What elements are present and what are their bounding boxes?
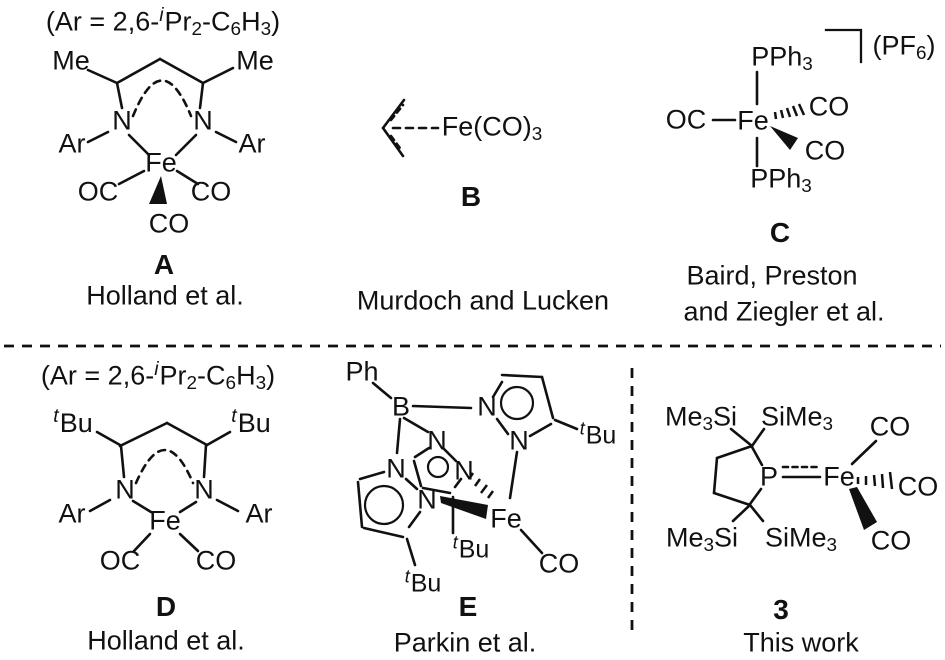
compound-b-id: B xyxy=(460,181,482,212)
compound-d-structure xyxy=(88,421,240,553)
compound-c-attribution-line2: and Ziegler et al. xyxy=(683,296,885,327)
compound-e-attribution: Parkin et al. xyxy=(393,627,537,658)
compound-a-nitrogen-left: N xyxy=(112,105,132,136)
aromatic-ring-circle xyxy=(499,385,535,421)
compound-a-carbonyl-bottom: CO xyxy=(148,208,190,239)
compound-e-phenyl: Ph xyxy=(345,356,379,387)
compound-c-iron: Fe xyxy=(737,105,769,136)
compound-c-carbonyl-left: OC xyxy=(665,104,707,135)
compound-e-nitrogen-right-2: N xyxy=(509,425,529,456)
compound-3-silyl-bottom-right: SiMe3 xyxy=(764,522,838,556)
bold-wedge-bond xyxy=(849,487,877,530)
compound-a-ar-definition: (Ar = 2,6-iPr2-C6H3) xyxy=(45,3,281,41)
compound-a-aryl-right: Ar xyxy=(238,128,266,159)
compound-a-nitrogen-right: N xyxy=(193,105,213,136)
compound-d-aryl-left: Ar xyxy=(58,498,86,529)
hashed-wedge-bond xyxy=(467,472,495,499)
hashed-wedge-bond xyxy=(773,103,806,120)
delocalized-bond-arc xyxy=(134,448,195,485)
compound-c-structure xyxy=(711,28,863,168)
compound-a-structure xyxy=(86,57,238,204)
aromatic-ring-circle xyxy=(363,484,405,526)
compound-c-carbonyl-bottom: CO xyxy=(804,135,846,166)
compound-a-methyl-left: Me xyxy=(52,45,90,76)
compound-d-carbonyl-right: CO xyxy=(195,545,237,576)
hashed-wedge-bond xyxy=(856,471,894,490)
aromatic-ring-circle xyxy=(426,455,450,479)
delocalized-bond-arc xyxy=(131,79,193,118)
compound-a-id: A xyxy=(153,249,175,280)
compound-e-nitrogen-back-1: N xyxy=(427,425,447,456)
compound-b-structure xyxy=(381,98,440,158)
compound-e-tbu-center: tBu xyxy=(452,532,490,564)
bold-wedge-bond xyxy=(149,176,167,204)
compound-c-phosphine-top: PPh3 xyxy=(751,41,813,75)
compound-b-attribution: Murdoch and Lucken xyxy=(356,285,610,316)
compound-a-carbonyl-right: CO xyxy=(190,176,232,207)
compound-e-structure xyxy=(356,373,579,567)
compound-3-silyl-bottom-left: Me3Si xyxy=(665,522,739,556)
compound-3-id: 3 xyxy=(773,594,789,625)
compound-e-nitrogen-right-1: N xyxy=(477,391,497,422)
compound-d-ar-definition: (Ar = 2,6-iPr2-C6H3) xyxy=(40,357,276,395)
compound-e-id: E xyxy=(458,591,478,622)
compound-3-carbonyl-bottom: CO xyxy=(870,525,912,556)
compound-3-iron: Fe xyxy=(823,461,855,492)
compound-a-iron: Fe xyxy=(145,147,177,178)
compound-e-boron: B xyxy=(391,391,411,422)
compound-d-tbu-left: tBu xyxy=(53,405,93,438)
compound-e-carbonyl: CO xyxy=(538,548,580,579)
compound-3-silyl-top-right: SiMe3 xyxy=(760,401,834,435)
compound-e-iron: Fe xyxy=(490,503,522,534)
compound-d-id: D xyxy=(155,591,177,622)
compound-d-attribution: Holland et al. xyxy=(87,625,245,656)
bold-wedge-bond xyxy=(770,126,798,150)
compound-d-aryl-right: Ar xyxy=(245,498,273,529)
compound-e-tbu-right: tBu xyxy=(579,418,617,450)
salt-bracket xyxy=(824,28,863,64)
compound-a-carbonyl-left: OC xyxy=(77,176,119,207)
compound-c-carbonyl-top: CO xyxy=(808,91,850,122)
compound-a-attribution: Holland et al. xyxy=(86,280,244,311)
compound-d-carbonyl-left: OC xyxy=(99,545,141,576)
compound-c-counterion: (PF6) xyxy=(872,30,936,64)
compound-e-nitrogen-back-2: N xyxy=(454,455,474,486)
compound-a-aryl-left: Ar xyxy=(58,128,86,159)
compound-3-silyl-top-left: Me3Si xyxy=(664,401,738,435)
compound-d-nitrogen-right: N xyxy=(194,474,214,505)
compound-e-tbu-left: tBu xyxy=(404,566,442,598)
compound-d-iron: Fe xyxy=(149,505,181,536)
compound-d-nitrogen-left: N xyxy=(115,474,135,505)
bold-wedge-bond xyxy=(440,496,488,519)
compound-e-nitrogen-left-1: N xyxy=(386,453,406,484)
compound-c-phosphine-bottom: PPh3 xyxy=(750,163,812,197)
compound-c-id: C xyxy=(769,217,791,248)
compound-3-carbonyl-right: CO xyxy=(897,471,939,502)
section-dividers xyxy=(4,344,941,637)
compound-a-methyl-right: Me xyxy=(236,45,274,76)
compound-3-carbonyl-top: CO xyxy=(869,411,911,442)
compound-d-tbu-right: tBu xyxy=(231,405,271,438)
compound-3-structure xyxy=(712,427,894,530)
compound-3-phosphorus: P xyxy=(759,461,779,492)
compound-b-iron-fragment: Fe(CO)3 xyxy=(441,111,543,145)
compound-3-attribution: This work xyxy=(743,627,859,658)
compound-e-nitrogen-left-2: N xyxy=(417,484,437,515)
compound-c-attribution-line1: Baird, Preston xyxy=(686,260,858,291)
